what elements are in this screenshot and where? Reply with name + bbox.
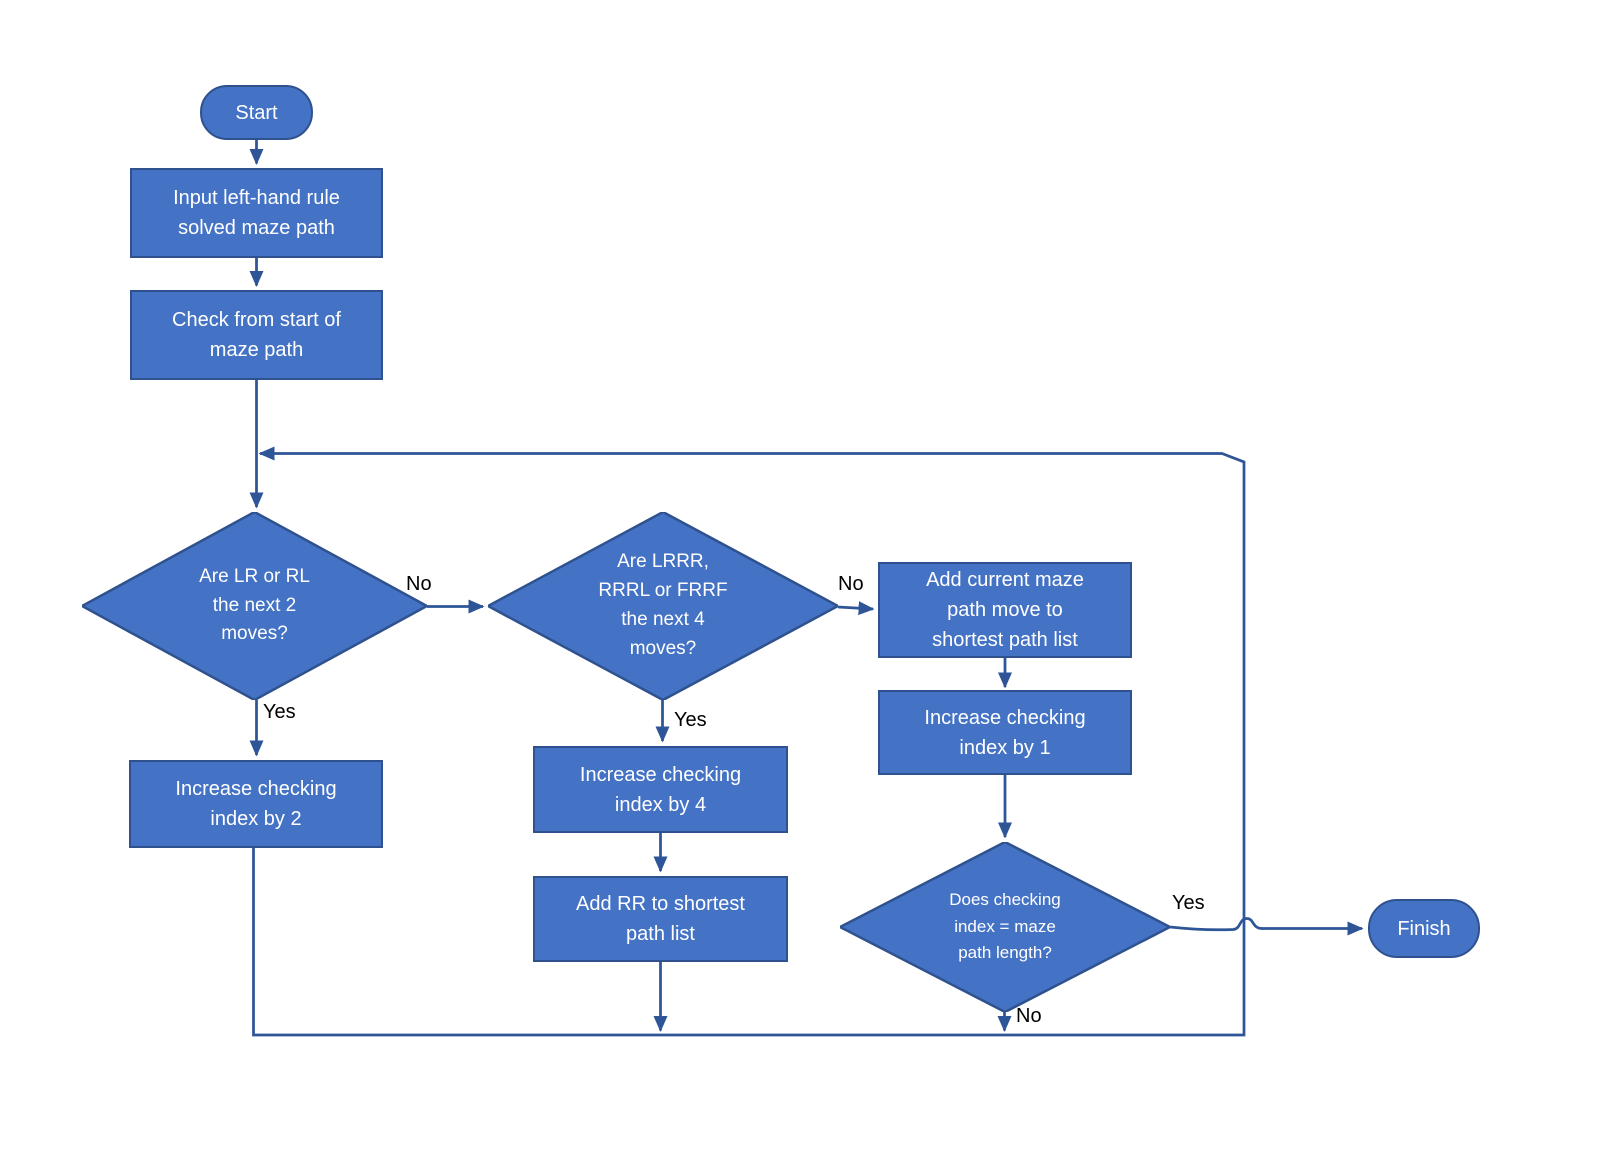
node-check-from-start: Check from start of maze path	[130, 290, 383, 380]
edge-label-decision2-yes: Yes	[674, 709, 707, 731]
node-increase-index-by-4-label: Increase checking index by 4	[579, 763, 742, 816]
node-finish-label: Finish	[1397, 917, 1451, 940]
edge-decision2-no-to-add-current	[837, 601, 875, 616]
node-decision-lr-rl-label: Are LR or RL the next 2 moves?	[199, 565, 310, 645]
node-add-current-move: Add current maze path move to shortest p…	[878, 562, 1132, 658]
node-decision-lrrr-label: Are LRRR, RRRL or FRRF the next 4 moves?	[598, 551, 728, 659]
diamond-shape-icon	[840, 842, 1170, 1012]
node-increase-index-by-1: Increase checking index by 1	[878, 690, 1132, 775]
diamond-shape-icon	[82, 512, 427, 700]
node-decision-lrrr: Are LRRR, RRRL or FRRF the next 4 moves?	[488, 512, 838, 700]
node-increase-index-by-4: Increase checking index by 4	[533, 746, 788, 833]
edge-label-decision1-no: No	[406, 573, 432, 595]
node-decision-index-length: Does checking index = maze path length?	[840, 842, 1170, 1012]
diamond-shape-icon	[488, 512, 838, 700]
node-start-label: Start	[235, 101, 278, 124]
node-check-from-start-label: Check from start of maze path	[172, 309, 341, 361]
node-increase-index-by-2: Increase checking index by 2	[129, 760, 383, 848]
node-add-current-move-label: Add current maze path move to shortest p…	[926, 569, 1084, 651]
node-increase-index-by-1-label: Increase checking index by 1	[924, 706, 1086, 759]
edge-label-decision3-no: No	[1016, 1005, 1042, 1027]
node-input-maze-path-label: Input left-hand rule solved maze path	[173, 187, 340, 239]
edge-feedback-loop	[252, 446, 1246, 1037]
node-decision-lr-rl: Are LR or RL the next 2 moves?	[82, 512, 427, 700]
node-add-rr-label: Add RR to shortest path list	[576, 893, 745, 945]
node-increase-index-by-2-label: Increase checking index by 2	[175, 778, 337, 830]
node-decision-index-length-label: Does checking index = maze path length?	[949, 889, 1061, 963]
edge-decision3-yes-to-finish	[1169, 917, 1364, 936]
node-add-rr: Add RR to shortest path list	[533, 876, 788, 962]
node-start: Start	[200, 85, 313, 140]
edge-label-decision2-no: No	[838, 573, 864, 595]
node-finish: Finish	[1368, 899, 1480, 958]
node-input-maze-path: Input left-hand rule solved maze path	[130, 168, 383, 258]
edge-label-decision1-yes: Yes	[263, 701, 296, 723]
edge-label-decision3-yes: Yes	[1172, 892, 1205, 914]
